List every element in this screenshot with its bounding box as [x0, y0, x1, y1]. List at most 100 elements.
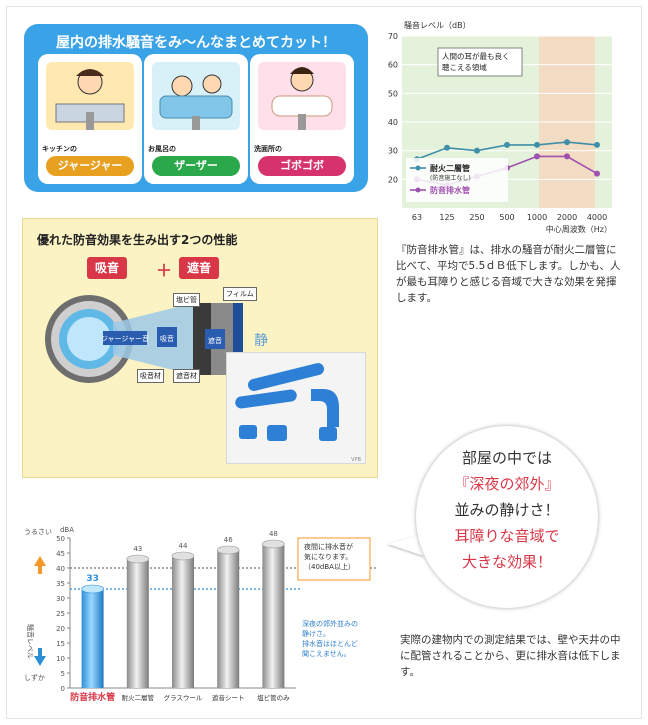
banner-title: 屋内の排水騒音をみ〜んなまとめてカット！ — [56, 35, 336, 51]
bar-y-tick-label: 30 — [56, 595, 65, 603]
bar-unit: dBA — [60, 526, 74, 534]
sound-badge: ザーザー — [152, 156, 240, 176]
scene-kitchen: キッチンの ジャージャー — [38, 54, 142, 184]
x-tick-label: 1000 — [527, 213, 547, 222]
insulate-arrow-label: 遮音 — [208, 336, 222, 345]
bubble-line-3: 並みの静けさ！ — [454, 501, 560, 519]
bar-value-label: 44 — [179, 542, 188, 550]
ref-low-text-1: 深夜の郊外並みの — [302, 619, 358, 628]
bath-illustration — [152, 62, 240, 130]
panel-title: 優れた防音効果を生み出す2つの性能 — [37, 233, 238, 247]
bar-value-label: 43 — [133, 545, 142, 553]
absorb-tag: 吸音 — [87, 257, 128, 279]
bar-cap — [216, 545, 240, 555]
series-point — [534, 141, 540, 148]
ref-high-box — [297, 537, 371, 581]
y-tick-label: 20 — [388, 175, 398, 184]
x-tick-label: 4000 — [587, 213, 607, 222]
insulate-material-label: 遮音材 — [173, 369, 200, 383]
bar-y-tick-label: 50 — [56, 535, 65, 543]
series-point — [564, 153, 570, 160]
bar-y-side-bottom: しずか — [24, 673, 45, 682]
legend-label: 防音排水管 — [430, 185, 470, 195]
sound-badge: ジャージャー — [46, 156, 134, 176]
y-tick-label: 40 — [388, 118, 398, 127]
ref-high-text-2: 気になります。 — [304, 552, 352, 561]
sound-badge: ゴボゴボ — [258, 156, 346, 176]
bubble-line-2: 『深夜の郊外』 — [454, 475, 560, 493]
y-tick-label: 70 — [388, 32, 398, 41]
annotation-box — [437, 47, 523, 77]
bar-y-tick-label: 40 — [56, 565, 65, 573]
down-arrow-icon — [34, 648, 46, 666]
bar — [262, 544, 285, 688]
legend-swatch-dot — [415, 165, 421, 171]
scene-label: お風呂の — [148, 145, 176, 153]
ref-high-text-3: （40dBA以上） — [304, 562, 355, 571]
y-tick-label: 60 — [388, 61, 398, 70]
noise-banner: 屋内の排水騒音をみ〜んなまとめてカット！ キッチンの ジャージャー お風呂の ザ… — [24, 24, 368, 192]
bar-y-tick-label: 15 — [56, 640, 65, 648]
x-tick-label: 500 — [499, 213, 514, 222]
description-2: 実際の建物内での測定結果では、壁や天井の中に配管されることから、更に排水音は低下… — [400, 634, 621, 678]
x-tick-label: 125 — [439, 213, 454, 222]
bar-category-label: グラスウール — [164, 693, 203, 702]
bar-cap — [126, 554, 150, 564]
bar-category-label: 塩ビ管のみ — [257, 693, 290, 702]
bar — [81, 589, 104, 688]
bubble-line-5: 大きな効果！ — [461, 553, 552, 571]
kitchen-illustration — [46, 62, 134, 130]
bar-cap — [171, 551, 195, 561]
y-tick-label: 30 — [388, 147, 398, 156]
series-point — [594, 170, 600, 177]
plus-sign: ＋ — [156, 261, 173, 280]
film-label: フィルム — [223, 287, 257, 301]
bar-y-tick-label: 45 — [56, 550, 65, 558]
bar-y-tick-label: 20 — [56, 625, 65, 633]
ref-low-text-3: 排水音はほとんど — [302, 639, 358, 648]
absorb-arrow-label: 吸音 — [160, 334, 174, 343]
bar-value-label: 48 — [269, 530, 278, 538]
bar-y-tick-label: 5 — [61, 670, 65, 678]
bar-y-tick-label: 0 — [61, 685, 65, 693]
bar-cap — [262, 539, 285, 549]
quiet-label: 静 — [254, 333, 268, 349]
series-point — [564, 139, 570, 146]
bubble-line-4: 耳障りな音域で — [454, 527, 560, 545]
measured-noise-svg: うるさい 騒音レベル しずか dBA 05101520253035404550 … — [24, 526, 376, 703]
bar-cap — [81, 584, 104, 594]
bar-value-label: 33 — [86, 574, 99, 584]
ref-low-text-4: 聞こえません。 — [302, 650, 351, 658]
scene-washroom: 洗面所の ゴボゴボ — [250, 54, 354, 184]
legend-label: 耐火二層管 — [430, 163, 470, 173]
bar-category-label: 防音排水管 — [70, 691, 115, 703]
pipe-photo: VPB — [226, 352, 366, 464]
annotation-text-1: 人間の耳が最も良く — [442, 51, 510, 61]
bar — [126, 559, 149, 688]
x-tick-label: 2000 — [557, 213, 577, 222]
bar — [172, 556, 194, 688]
line-chart-xlabel: 中心周波数（Hz） — [546, 224, 612, 234]
page-frame — [6, 6, 642, 719]
bar-y-tick-label: 35 — [56, 580, 65, 588]
bubble-tail — [388, 534, 424, 556]
ref-low-text-2: 静けさ。 — [302, 629, 330, 638]
series-point — [474, 147, 480, 154]
photo-mark: VPB — [351, 457, 361, 463]
scene-label: キッチンの — [42, 145, 77, 153]
up-arrow-icon — [34, 556, 46, 574]
ref-high-text-1: 夜間に排水音が — [304, 542, 353, 551]
sound-label: ジャージャー音 — [101, 334, 149, 343]
legend-box — [406, 158, 508, 202]
insulate-tag: 遮音 — [179, 257, 220, 279]
series-point — [534, 153, 540, 160]
bar — [217, 550, 240, 688]
scene-bath: お風呂の ザーザー — [144, 54, 248, 184]
series-point — [444, 144, 450, 151]
y-tick-label: 50 — [388, 89, 398, 98]
description-1: 『防音排水管』は、排水の騒音が耐火二層管に比べて、平均で5.5ｄＢ低下します。し… — [396, 244, 621, 304]
speech-bubble: 部屋の中では 『深夜の郊外』 並みの静けさ！ 耳障りな音域で 大きな効果！ — [416, 426, 598, 608]
